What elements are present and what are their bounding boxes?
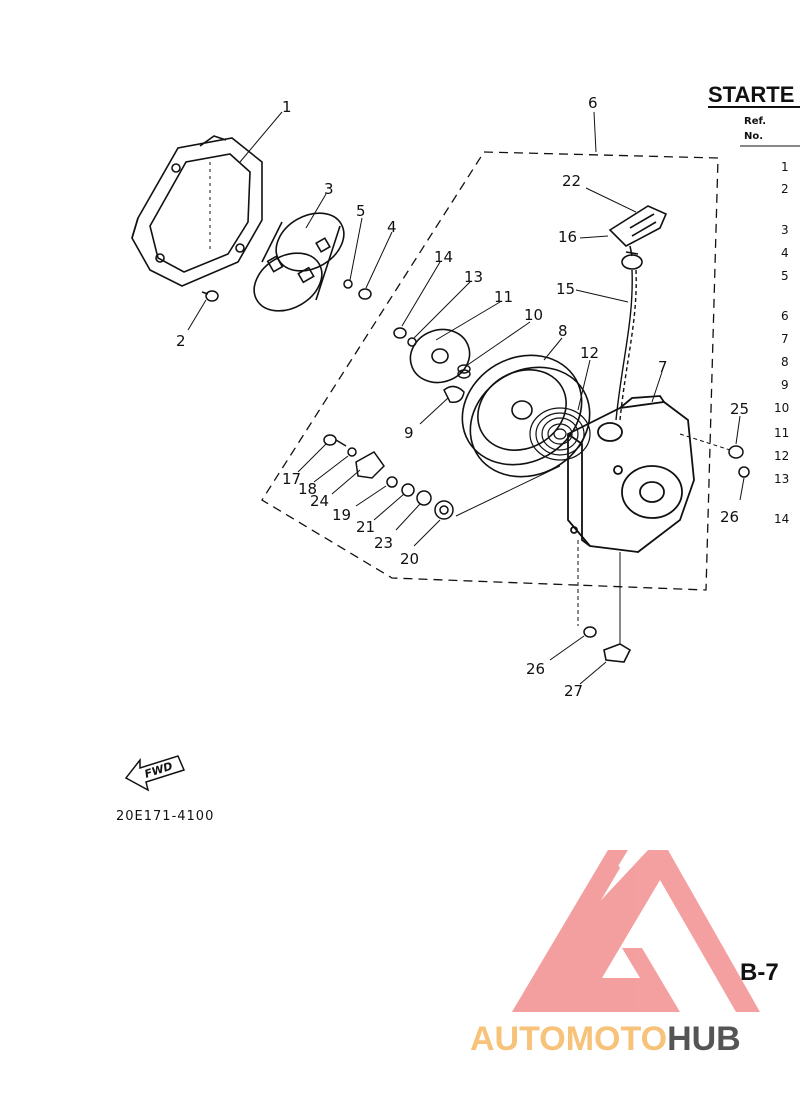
housing-hole: [155, 253, 165, 263]
callout: 27: [564, 682, 583, 700]
ref-number: 11: [774, 426, 789, 440]
part-starter-rope: [615, 269, 637, 421]
drawing-code: 20E171-4100: [116, 809, 214, 824]
part-pawl-9: [443, 385, 465, 404]
part-starter-handle: [608, 205, 668, 257]
ref-number: 6: [781, 309, 789, 323]
callout: 5: [356, 202, 366, 220]
part-drive-pulley: [253, 212, 345, 312]
ref-number: 3: [781, 223, 789, 237]
callout: 23: [374, 534, 393, 552]
ref-number: 8: [781, 355, 789, 369]
ref-number: 14: [774, 512, 789, 526]
callout: 2: [176, 332, 186, 350]
watermark-logo-left: [512, 850, 620, 1012]
callout: 20: [400, 550, 419, 568]
callout: 22: [562, 172, 581, 190]
watermark-brand: AUTOMOTOHUB: [470, 1020, 741, 1058]
leader-lines: [187, 111, 745, 685]
ref-number: 2: [781, 182, 789, 196]
part-bolt-17: [323, 434, 347, 447]
part-bolt-26-bottom: [583, 626, 597, 638]
callout: 15: [556, 280, 575, 298]
callout: 19: [332, 506, 351, 524]
part-starter-case: [567, 395, 695, 553]
housing-hole: [171, 163, 181, 173]
part-plate-24: [355, 451, 385, 479]
part-collar-23: [416, 490, 432, 506]
callout: 25: [730, 400, 749, 418]
callout: 21: [356, 518, 375, 536]
callout: 9: [404, 424, 414, 442]
ref-number: 1: [781, 160, 789, 174]
watermark-logo-shape: [512, 850, 760, 1012]
part-recoil-spring: [529, 407, 591, 461]
part-bolt-2: [201, 290, 219, 302]
callout: 8: [558, 322, 568, 340]
watermark-brand-part2: HUB: [667, 1020, 741, 1058]
part-nut-14: [393, 327, 407, 339]
callout: 3: [324, 180, 334, 198]
housing-hole: [235, 243, 245, 253]
callout: 24: [310, 492, 329, 510]
bushing-leader: [455, 465, 561, 517]
ref-number-column: 1 2 3 4 5 6 7 8 9 10 11 12 13 14: [774, 160, 789, 526]
watermark-logo: [512, 850, 760, 1012]
part-bolt-4: [358, 288, 372, 300]
assembly-boundary: [261, 151, 719, 591]
watermark-brand-part1: AUTOMOTO: [470, 1020, 667, 1058]
part-friction-plate: [409, 328, 471, 384]
callout: 13: [464, 268, 483, 286]
callout: 4: [387, 218, 397, 236]
callout: 10: [524, 306, 543, 324]
part-cap-25: [728, 445, 744, 459]
callout: 14: [434, 248, 453, 266]
callout: 26: [526, 660, 545, 678]
part-washer-5: [343, 279, 353, 289]
housing-inner: [149, 153, 251, 273]
ref-label-1: Ref.: [744, 116, 766, 127]
callout: 11: [494, 288, 513, 306]
fwd-arrow-icon: FWD: [124, 755, 186, 792]
part-washer-18: [347, 447, 357, 457]
callout-numbers: 1 2 3 4 5 6 7 8 9 10 11 12 13 14 15 16 1…: [176, 94, 749, 700]
callout: 12: [580, 344, 599, 362]
part-grip-27: [603, 643, 632, 663]
ref-number: 5: [781, 269, 789, 283]
ref-number: 12: [774, 449, 789, 463]
part-collar-21: [401, 483, 415, 497]
callout: 17: [282, 470, 301, 488]
callout: 16: [558, 228, 577, 246]
section-title: STARTE: [708, 82, 794, 107]
part-bushing-20: [434, 500, 454, 520]
callout: 26: [720, 508, 739, 526]
callout: 6: [588, 94, 598, 112]
part-bolt-26-right: [738, 466, 750, 478]
callout: 18: [298, 480, 317, 498]
ref-number: 13: [774, 472, 789, 486]
ref-label-2: No.: [744, 131, 763, 142]
page-number: B-7: [740, 959, 779, 986]
ref-number: 9: [781, 378, 789, 392]
part-collar-19: [386, 476, 398, 488]
cap-leader: [679, 433, 731, 451]
part-sheave-drum: [461, 354, 591, 478]
callout: 7: [658, 358, 668, 376]
ref-number: 4: [781, 246, 789, 260]
part-housing: [131, 135, 263, 287]
part-spring-10: [457, 364, 471, 379]
callout: 1: [282, 98, 292, 116]
ref-number: 10: [774, 401, 789, 415]
ref-number: 7: [781, 332, 789, 346]
